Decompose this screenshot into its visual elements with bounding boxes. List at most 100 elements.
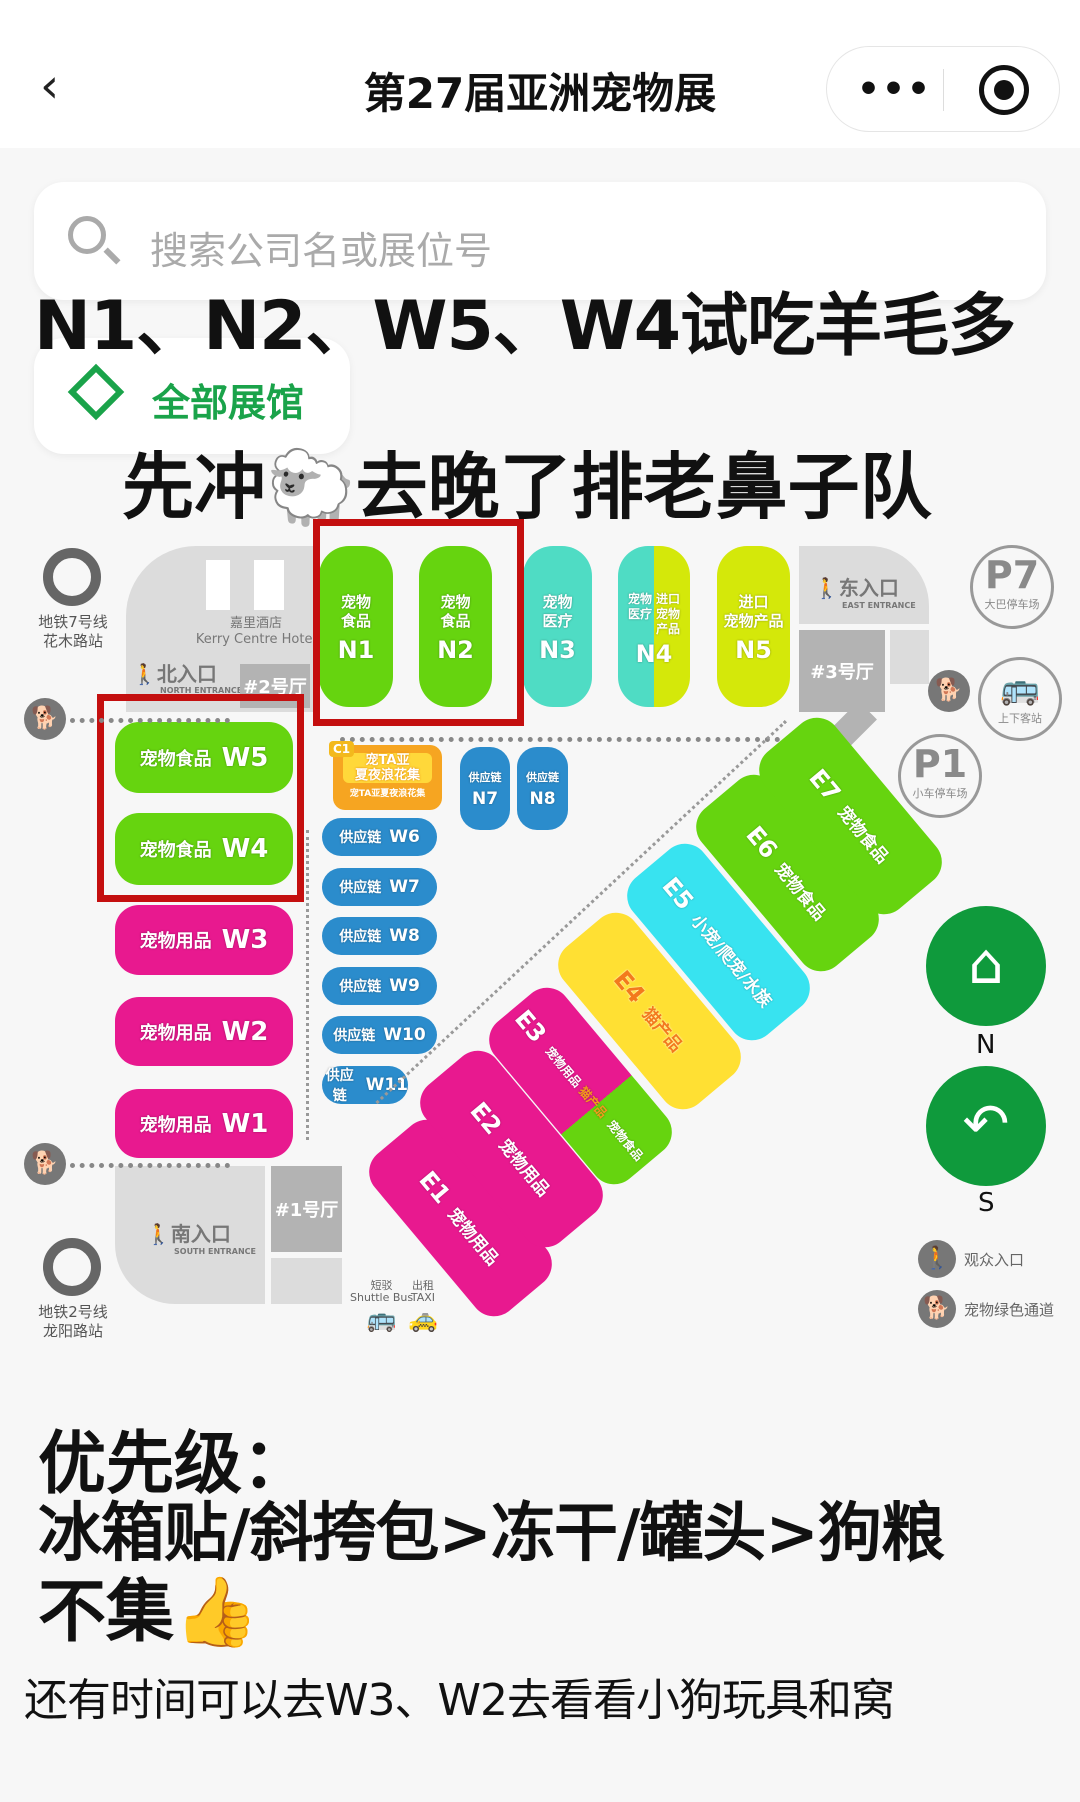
overlay-caption-1: N1、N2、W5、W4试吃羊毛多 [34,287,1016,366]
hall-label: 宠物 食品 [340,593,371,630]
hall-id: W5 [221,742,269,773]
c1-caption: 宠TA亚夏夜浪花集 [349,789,426,799]
bus-stop-label: 上下客站 [998,712,1042,725]
metro-station: 龙阳路站 [42,1322,103,1340]
hall-label: 供应链 [339,880,382,896]
chevron-left-icon[interactable]: ‹ [40,58,60,114]
search-input[interactable]: 搜索公司名或展位号 [34,182,1046,300]
metro-label-line7: 地铁7号线花木路站 [23,613,123,651]
pet-route-arrow [70,1163,230,1168]
highlight-north-box [313,519,524,726]
hall-id: W10 [383,1025,426,1045]
hall-id: W8 [389,926,420,946]
hall-id: W7 [389,877,420,897]
hall-id: E1 [413,1165,457,1210]
all-halls-filter-button[interactable]: 全部展馆 [34,338,350,454]
search-placeholder: 搜索公司名或展位号 [150,229,493,273]
home-button[interactable]: ⌂ [926,906,1046,1026]
bus-stop: 🚌 上下客站 [978,657,1062,741]
hall-label: 供应链 [325,1068,354,1104]
c1-id: C1 [329,741,355,757]
hall-W5[interactable]: 宠物食品 W5 [115,722,293,793]
hall-label: 供应链 [468,770,502,784]
back-button[interactable]: ↶ [926,1066,1046,1186]
target-icon[interactable] [979,65,1029,115]
hotel-name: 嘉里酒店 [229,616,282,631]
hall-label-2: 进口 宠物 产品 [656,591,681,636]
metro-line: 地铁7号线 [38,613,108,631]
highlight-west-box [97,694,304,902]
east-entrance-label: 东入口 [838,576,899,600]
hall-label: 宠物用品 [139,931,212,952]
shuttle-cn: 短驳 [370,1279,393,1292]
hall-id: W3 [221,925,269,955]
hall-W3[interactable]: 宠物用品 W3 [115,905,293,975]
south-entrance-label: 南入口 [170,1222,231,1246]
metro-label-line2: 地铁2号线龙阳路站 [23,1303,123,1341]
hall-sublabel: 猫产品 [576,1083,611,1121]
hall-id: N2 [437,636,474,664]
hall-W7[interactable]: 供应链 W7 [322,868,437,906]
c1-zone[interactable]: C1 宠TA亚 夏夜浪花集 宠TA亚夏夜浪花集 [329,741,442,810]
hall-id: W1 [221,1108,269,1139]
hall-sublabel: 宠物食品 [604,1117,647,1164]
metro-icon [43,1238,101,1296]
hall-label: 宠物 医疗 [542,593,573,630]
metro-icon [43,548,101,606]
hall-W11[interactable]: 供应链 W11 [322,1066,408,1104]
caption-not-collect: 不集👍 [38,1573,259,1652]
hall-W8[interactable]: 供应链 W8 [322,917,437,955]
home-icon: ⌂ [968,932,1004,997]
hall-id: N8 [529,788,556,809]
hall-label: 小宠/爬宠/水族 [686,910,776,1012]
taxi-cn: 出租 [411,1279,434,1292]
pet-walk-icon: 🐕 [24,698,66,740]
east-annex [890,630,929,684]
metro-line: 地铁2号线 [38,1303,108,1321]
shuttle-route [340,737,800,742]
hall-label: 宠物用品 [542,1043,585,1090]
more-dots-icon[interactable]: ••• [857,69,933,110]
hall-W4[interactable]: 宠物食品 W4 [115,813,293,885]
hall-id: W4 [221,834,269,864]
hall-N1[interactable]: 宠物 食品 N1 [319,546,393,707]
hall-label: 供应链 [339,830,382,846]
hall-label: 供应链 [339,929,382,945]
hall-id: W11 [365,1075,408,1095]
hall-label: 宠物食品 [139,840,212,861]
hall-id: N1 [337,636,375,664]
north-entrance-en: NORTH ENTRANCE [160,686,243,695]
hall-W10[interactable]: 供应链 W10 [322,1016,437,1054]
compass-north: N [976,1030,996,1060]
pet-route-arrow [70,718,230,723]
hall-label: 供应链 [333,1028,376,1044]
hall-id: N4 [635,639,673,668]
c1-title: 宠TA亚 夏夜浪花集 [343,753,432,783]
hall-label: 宠物食品 [139,748,212,770]
caption-priority-title: 优先级： [38,1425,311,1504]
hall-id: E4 [607,965,651,1009]
bus-icon: 🚌 [1000,669,1040,707]
legend-item: 🚶观众入口 [918,1240,1024,1278]
divider [943,69,944,111]
page-title: 第27届亚洲宠物展 [363,69,717,118]
caption-extra-tip: 还有时间可以去W3、W2去看看小狗玩具和窝 [24,1675,895,1726]
pet-walk-icon: 🐕 [24,1143,66,1185]
filter-label: 全部展馆 [152,381,305,425]
south-annex [271,1258,342,1304]
search-icon [68,216,106,254]
